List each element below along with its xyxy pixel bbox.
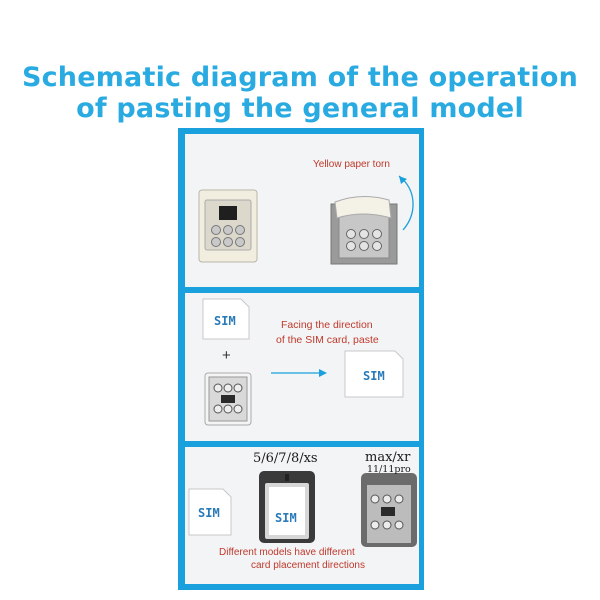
models-note-line-2: card placement directions bbox=[251, 560, 365, 571]
sim-label-top: SIM bbox=[214, 314, 236, 328]
sticker-icon bbox=[198, 189, 258, 263]
panel-models: 5/6/7/8/xs max/xr 11/11pro SIM SIM Diffe… bbox=[185, 447, 419, 584]
panel-3-illustration bbox=[188, 471, 417, 547]
sim-label-result: SIM bbox=[363, 369, 385, 383]
model-label-left: 5/6/7/8/xs bbox=[253, 451, 318, 466]
right-arrow-icon bbox=[271, 369, 327, 377]
title-line-2: of pasting the general model bbox=[76, 93, 524, 124]
paste-note-line-2: of the SIM card, paste bbox=[276, 334, 379, 346]
sim-card-result-icon bbox=[344, 350, 404, 398]
sticker-icon bbox=[204, 372, 252, 426]
models-note-line-1: Different models have different bbox=[219, 547, 355, 558]
sim-label-tray: SIM bbox=[275, 511, 297, 525]
panel-2-illustration bbox=[202, 298, 404, 426]
sim-card-icon bbox=[202, 298, 250, 340]
paste-note-line-1: Facing the direction bbox=[281, 319, 373, 331]
sim-tray-icon bbox=[259, 471, 315, 543]
sticker-peeled-icon bbox=[330, 196, 398, 265]
model-label-right-sub: 11/11pro bbox=[367, 464, 411, 475]
panel-tear-paper: Yellow paper torn bbox=[185, 134, 419, 287]
panel-paste: SIM + Facing the direction of the SIM ca… bbox=[185, 293, 419, 441]
model-label-right: max/xr bbox=[365, 450, 411, 465]
sim-tray-sticker-icon bbox=[361, 473, 417, 547]
plus-sign: + bbox=[222, 347, 231, 364]
tear-note: Yellow paper torn bbox=[313, 159, 390, 170]
sim-label-card: SIM bbox=[198, 506, 220, 520]
panel-1-illustration bbox=[198, 175, 414, 265]
sim-card-icon bbox=[188, 488, 232, 536]
title-line-1: Schematic diagram of the operation bbox=[21, 62, 579, 93]
curved-arrow-icon bbox=[398, 175, 414, 231]
